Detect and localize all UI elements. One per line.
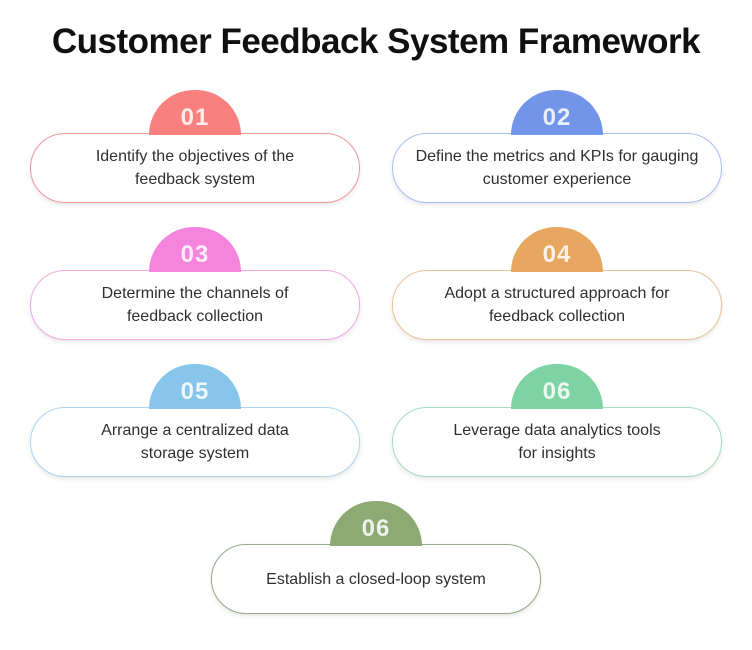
step-label: Arrange a centralized data storage syste… [101, 422, 289, 462]
step-label: Establish a closed-loop system [266, 570, 486, 588]
step-number: 06 [361, 514, 391, 542]
step-card: 03 Determine the channels of feedback co… [30, 227, 360, 340]
step-number: 03 [180, 240, 210, 268]
step-number: 04 [542, 240, 572, 268]
step-label: Define the metrics and KPIs for gauging … [415, 148, 699, 188]
step-label: Leverage data analytics tools for insigh… [453, 422, 661, 462]
steps-row: 03 Determine the channels of feedback co… [0, 227, 752, 340]
step-pill: Identify the objectives of the feedback … [30, 133, 360, 203]
step-label: Adopt a structured approach for feedback… [444, 285, 670, 325]
step-number: 01 [180, 103, 210, 131]
step-card: 05 Arrange a centralized data storage sy… [30, 364, 360, 477]
step-pill: Define the metrics and KPIs for gauging … [392, 133, 722, 203]
step-number-badge: 02 [511, 90, 603, 135]
step-card: 02 Define the metrics and KPIs for gaugi… [392, 90, 722, 203]
step-pill: Determine the channels of feedback colle… [30, 270, 360, 340]
step-pill: Leverage data analytics tools for insigh… [392, 407, 722, 477]
page-title: Customer Feedback System Framework [51, 22, 701, 61]
step-number: 05 [180, 377, 210, 405]
step-card: 06 Establish a closed-loop system [211, 501, 541, 614]
step-pill: Arrange a centralized data storage syste… [30, 407, 360, 477]
step-pill: Establish a closed-loop system [211, 544, 541, 614]
step-number: 02 [542, 103, 572, 131]
steps-row: 01 Identify the objectives of the feedba… [0, 90, 752, 203]
step-number-badge: 01 [149, 90, 241, 135]
step-card: 06 Leverage data analytics tools for ins… [392, 364, 722, 477]
step-number-badge: 05 [149, 364, 241, 409]
step-number: 06 [542, 377, 572, 405]
step-number-badge: 06 [511, 364, 603, 409]
step-number-badge: 03 [149, 227, 241, 272]
steps-row: 06 Establish a closed-loop system [0, 501, 752, 614]
steps-grid: 01 Identify the objectives of the feedba… [0, 90, 752, 614]
step-card: 01 Identify the objectives of the feedba… [30, 90, 360, 203]
step-card: 04 Adopt a structured approach for feedb… [392, 227, 722, 340]
step-label: Identify the objectives of the feedback … [95, 148, 295, 188]
step-label: Determine the channels of feedback colle… [101, 285, 289, 325]
step-number-badge: 04 [511, 227, 603, 272]
step-number-badge: 06 [330, 501, 422, 546]
step-pill: Adopt a structured approach for feedback… [392, 270, 722, 340]
steps-row: 05 Arrange a centralized data storage sy… [0, 364, 752, 477]
